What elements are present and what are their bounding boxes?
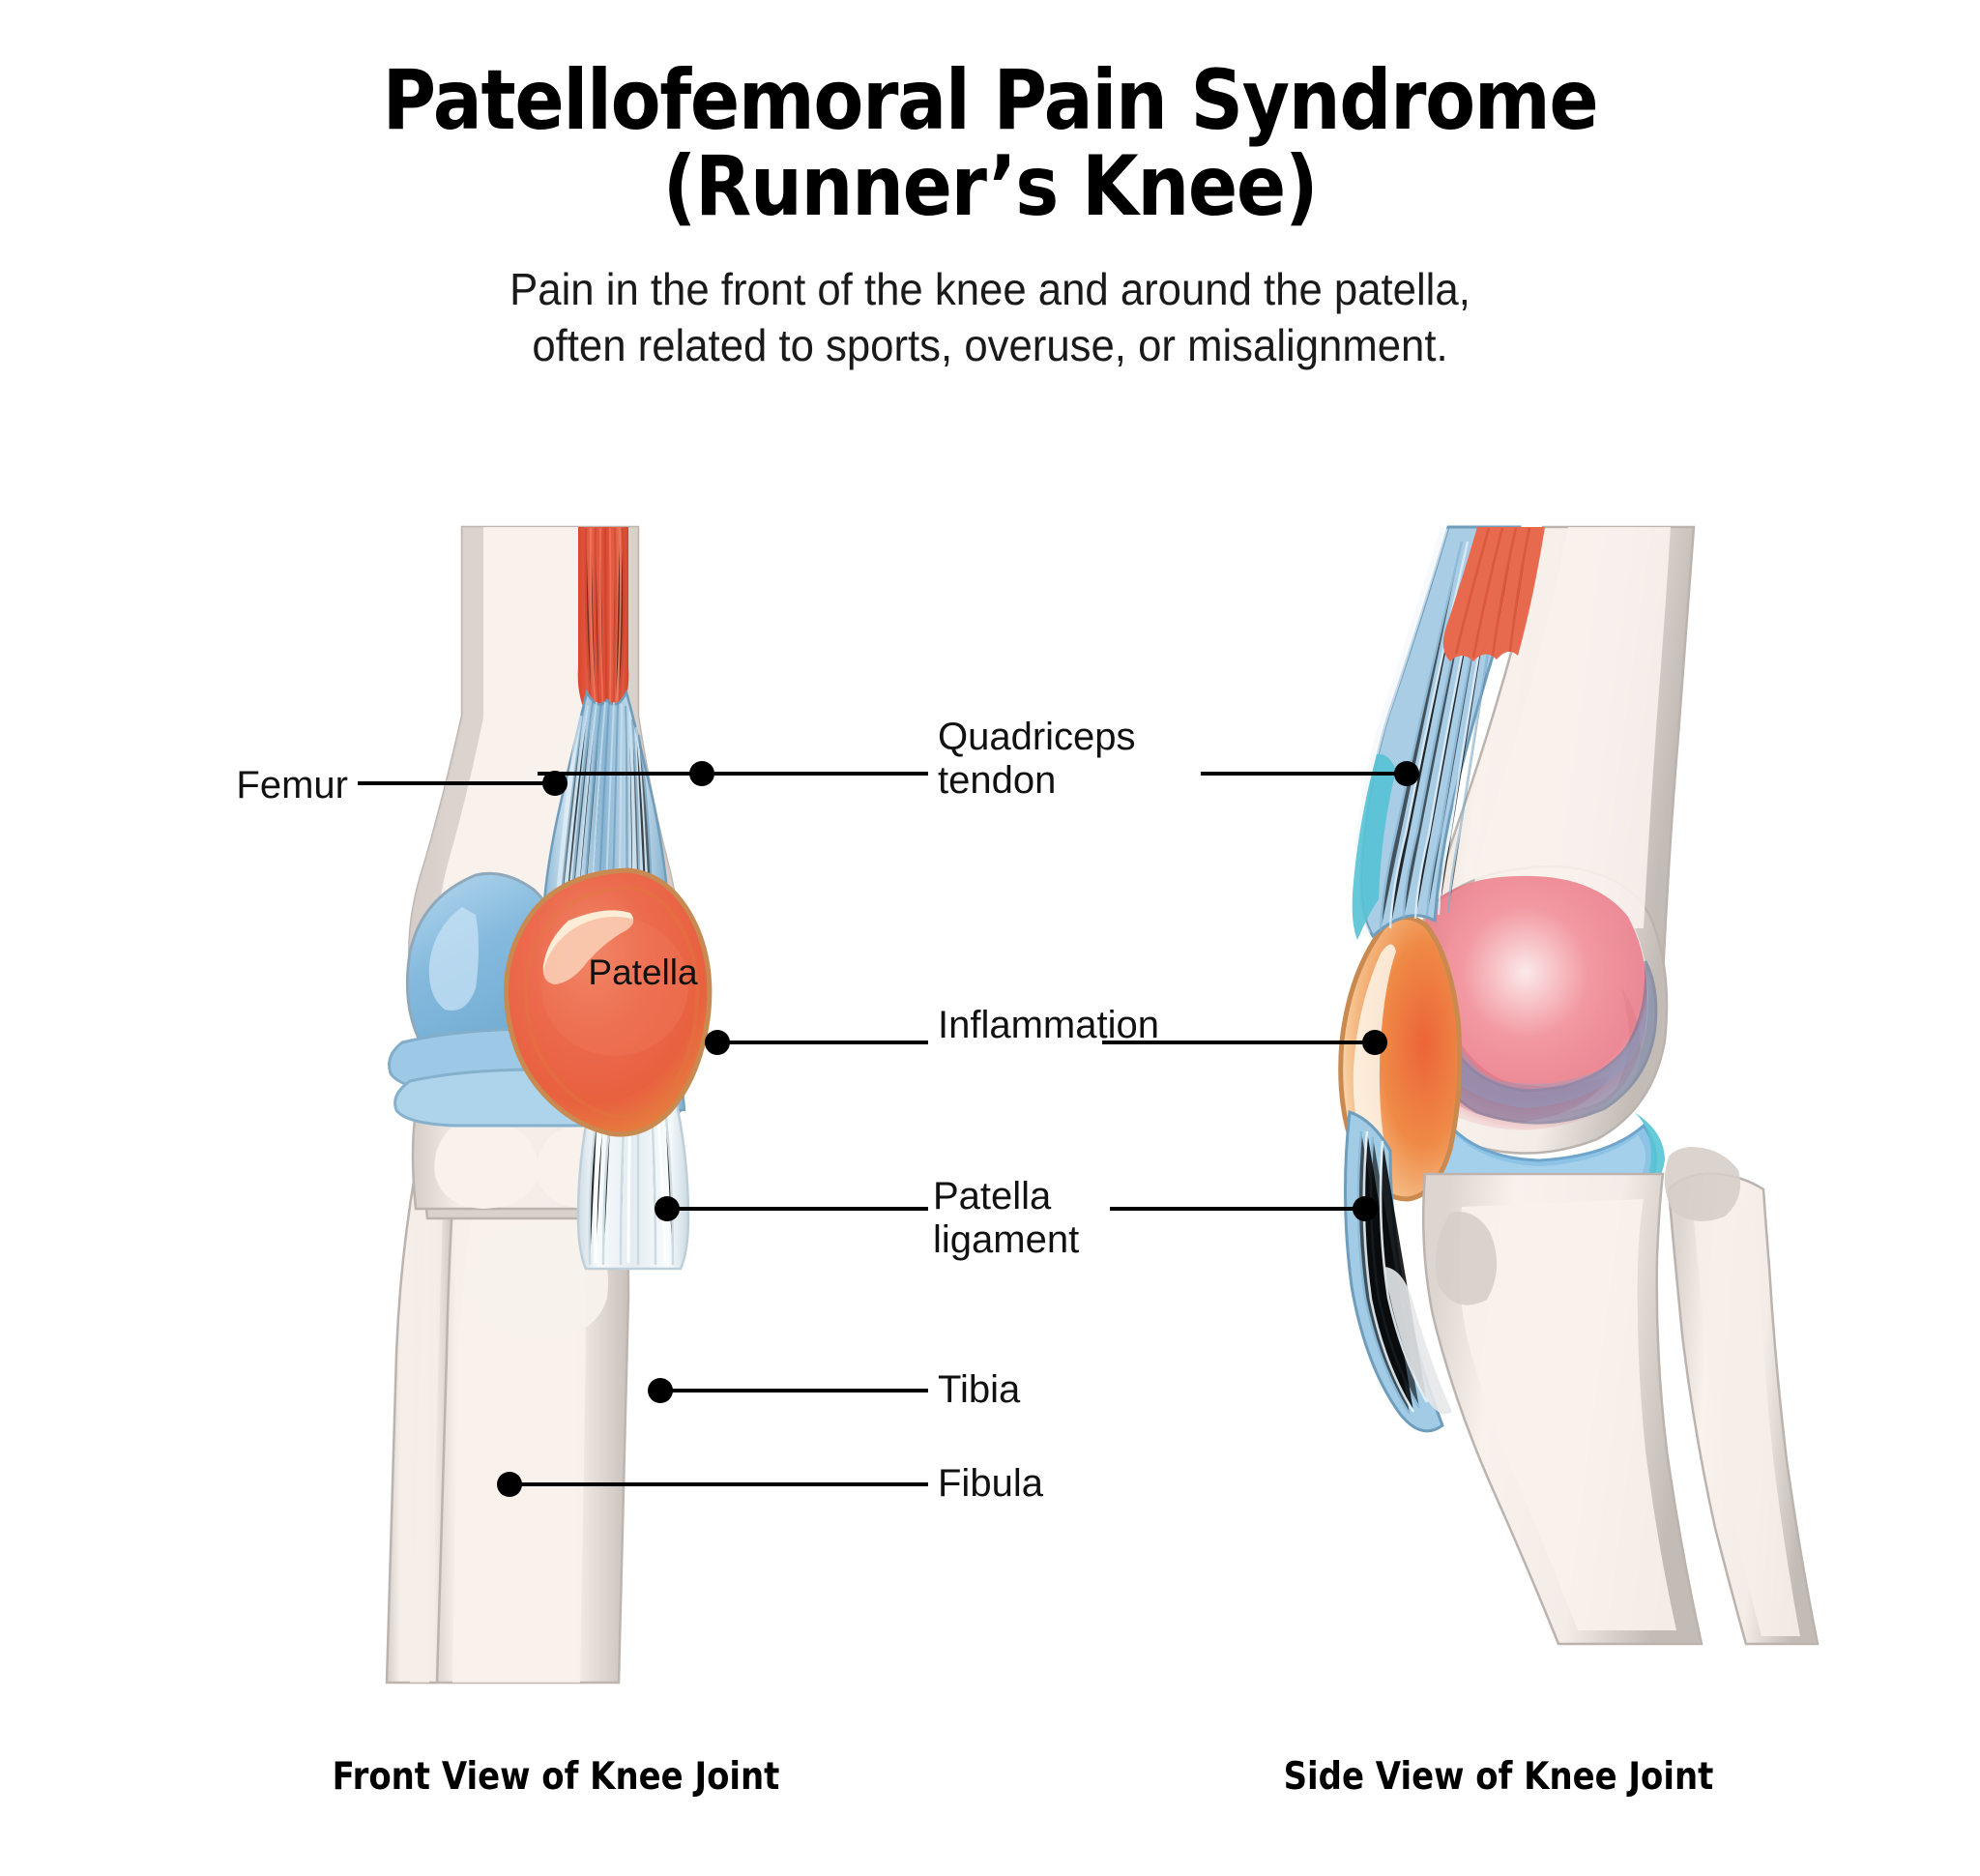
label-femur: Femur	[236, 764, 348, 806]
leader-dots-front	[497, 761, 730, 1497]
side-view-illustration	[1102, 525, 1820, 1646]
retinaculum-teal-side	[1352, 753, 1396, 940]
dot-femur	[542, 771, 568, 796]
ligament-fibers	[588, 1107, 675, 1266]
label-tibia: Tibia	[938, 1368, 1021, 1411]
femur-bone-side	[1419, 525, 1696, 979]
tibia-medial-facet	[434, 1123, 539, 1209]
patella-highlight-side	[1353, 944, 1396, 1165]
caption-side-view: Side View of Knee Joint	[1283, 1755, 1714, 1799]
label-quadriceps-tendon: Quadriceps tendon	[938, 716, 1136, 802]
femur-highlight	[438, 527, 652, 959]
femoral-cartilage-side	[1420, 945, 1658, 1125]
label-fibula: Fibula	[938, 1462, 1043, 1505]
tibial-cartilage-side	[1429, 1119, 1657, 1215]
femoral-condyle-side	[1399, 865, 1669, 1155]
patella-ligament-side	[1343, 1109, 1444, 1433]
fibula-bone	[385, 1168, 456, 1685]
dot-patella-ligament	[655, 1196, 680, 1221]
label-inflammation: Inflammation	[938, 1004, 1159, 1046]
tibial-tuberosity	[473, 1222, 609, 1340]
tibia-highlight	[452, 1189, 586, 1683]
inflammation-glow-side	[1403, 875, 1647, 1130]
quadriceps-tendon-side	[1359, 525, 1522, 939]
tibia-bone	[425, 1149, 630, 1685]
leader-dots-side	[1353, 761, 1419, 1221]
quadriceps-tendon	[541, 689, 671, 969]
meniscus-upper	[388, 1027, 689, 1095]
tendon-striations-side	[1379, 541, 1508, 931]
dot-inflammation-side	[1362, 1030, 1387, 1055]
meniscus-lower	[393, 1068, 684, 1128]
dot-quadriceps	[689, 761, 714, 786]
front-view-illustration	[358, 525, 928, 1685]
tibial-tuberosity-side	[1435, 1211, 1498, 1305]
muscle-striations	[584, 527, 626, 718]
dot-tibia	[648, 1378, 673, 1403]
page-title: Patellofemoral Pain Syndrome (Runner’s K…	[382, 52, 1599, 235]
femur-bone	[408, 525, 680, 969]
fibula-bone-side	[1667, 1172, 1820, 1646]
tibia-bone-side	[1421, 1172, 1703, 1646]
patella-ligament	[576, 1102, 690, 1271]
leader-lines-side	[1102, 772, 1407, 1211]
tendon-striations	[553, 701, 655, 968]
header: Patellofemoral Pain Syndrome (Runner’s K…	[0, 58, 1980, 373]
patellar-tendon-upper	[578, 1047, 686, 1112]
dot-quadriceps-side	[1394, 761, 1419, 786]
leader-lines-front	[358, 772, 928, 1486]
joint-space-teal	[1634, 1112, 1665, 1195]
patella-bone-front	[504, 867, 713, 1137]
tibia-lateral-facet	[537, 1124, 629, 1209]
patella-bone-side	[1338, 915, 1463, 1202]
fibular-head-side	[1664, 1147, 1741, 1221]
label-patella: Patella	[588, 953, 698, 992]
tibial-plateau	[422, 1100, 644, 1220]
quadriceps-muscle-side	[1442, 527, 1545, 661]
label-patella-ligament: Patella ligament	[933, 1175, 1080, 1261]
caption-front-view: Front View of Knee Joint	[332, 1755, 780, 1799]
dot-patella-ligament-side	[1353, 1196, 1378, 1221]
dot-fibula	[497, 1472, 522, 1497]
page-subtitle: Pain in the front of the knee and around…	[510, 264, 1470, 370]
quadriceps-muscle	[577, 527, 629, 725]
dot-inflammation-front	[705, 1030, 730, 1055]
